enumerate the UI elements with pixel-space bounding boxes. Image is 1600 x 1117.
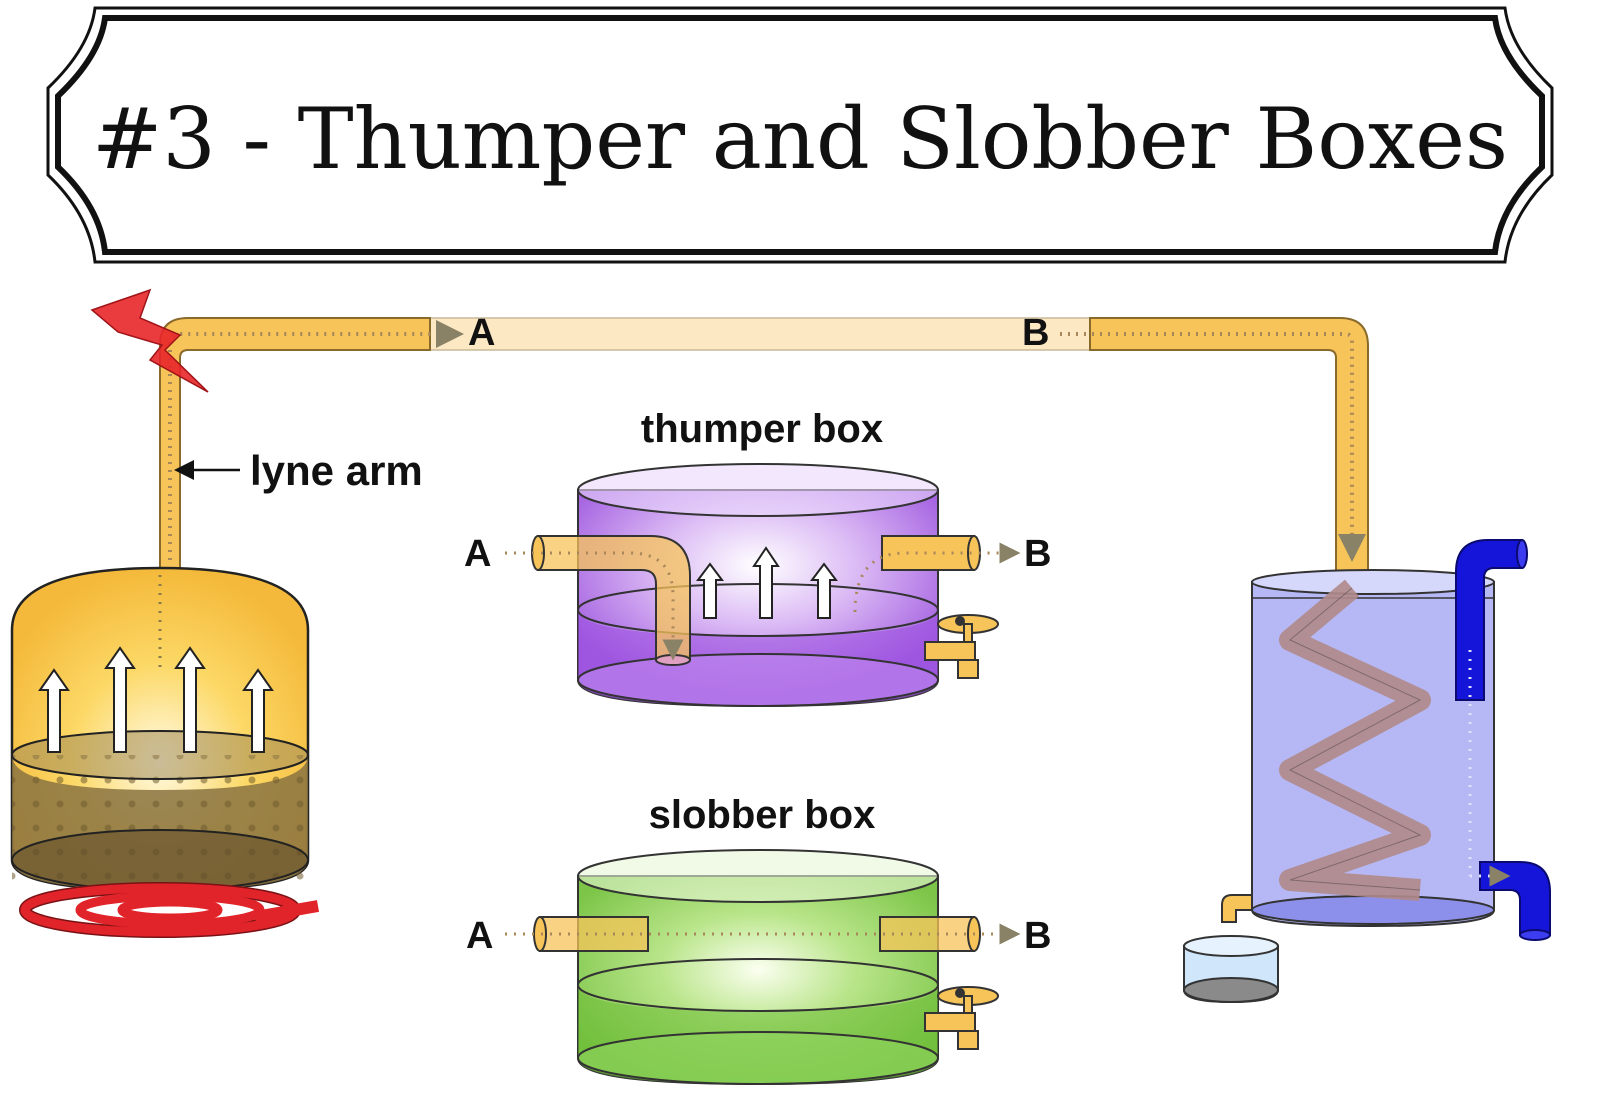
- collection-cup: [1183, 935, 1279, 1004]
- vapor-bolt-icon: [90, 288, 209, 393]
- still-pot: [10, 566, 310, 892]
- title-plaque: #3 - Thumper and Slobber Boxes: [46, 6, 1554, 264]
- thumper-spigot-icon: [924, 614, 999, 679]
- condenser: [1221, 539, 1551, 941]
- slobber-spigot-icon: [924, 986, 999, 1050]
- thumper-label-b: B: [1024, 533, 1051, 575]
- thumper-box-label: thumper box: [641, 407, 883, 451]
- thumper-box: thumper box A B: [464, 407, 1051, 708]
- thumper-label-a: A: [464, 533, 491, 575]
- label-b-top: B: [1022, 312, 1049, 354]
- lyne-arm-label: lyne arm: [250, 447, 423, 494]
- heating-coil-icon: [19, 882, 320, 938]
- cooling-pipe: [1455, 539, 1551, 941]
- slobber-box: slobber box A B: [466, 793, 1051, 1086]
- slobber-label-a: A: [466, 915, 493, 957]
- slobber-box-label: slobber box: [649, 793, 876, 837]
- slobber-label-b: B: [1024, 915, 1051, 957]
- label-a-top: A: [468, 312, 495, 354]
- page-title: #3 - Thumper and Slobber Boxes: [92, 90, 1508, 188]
